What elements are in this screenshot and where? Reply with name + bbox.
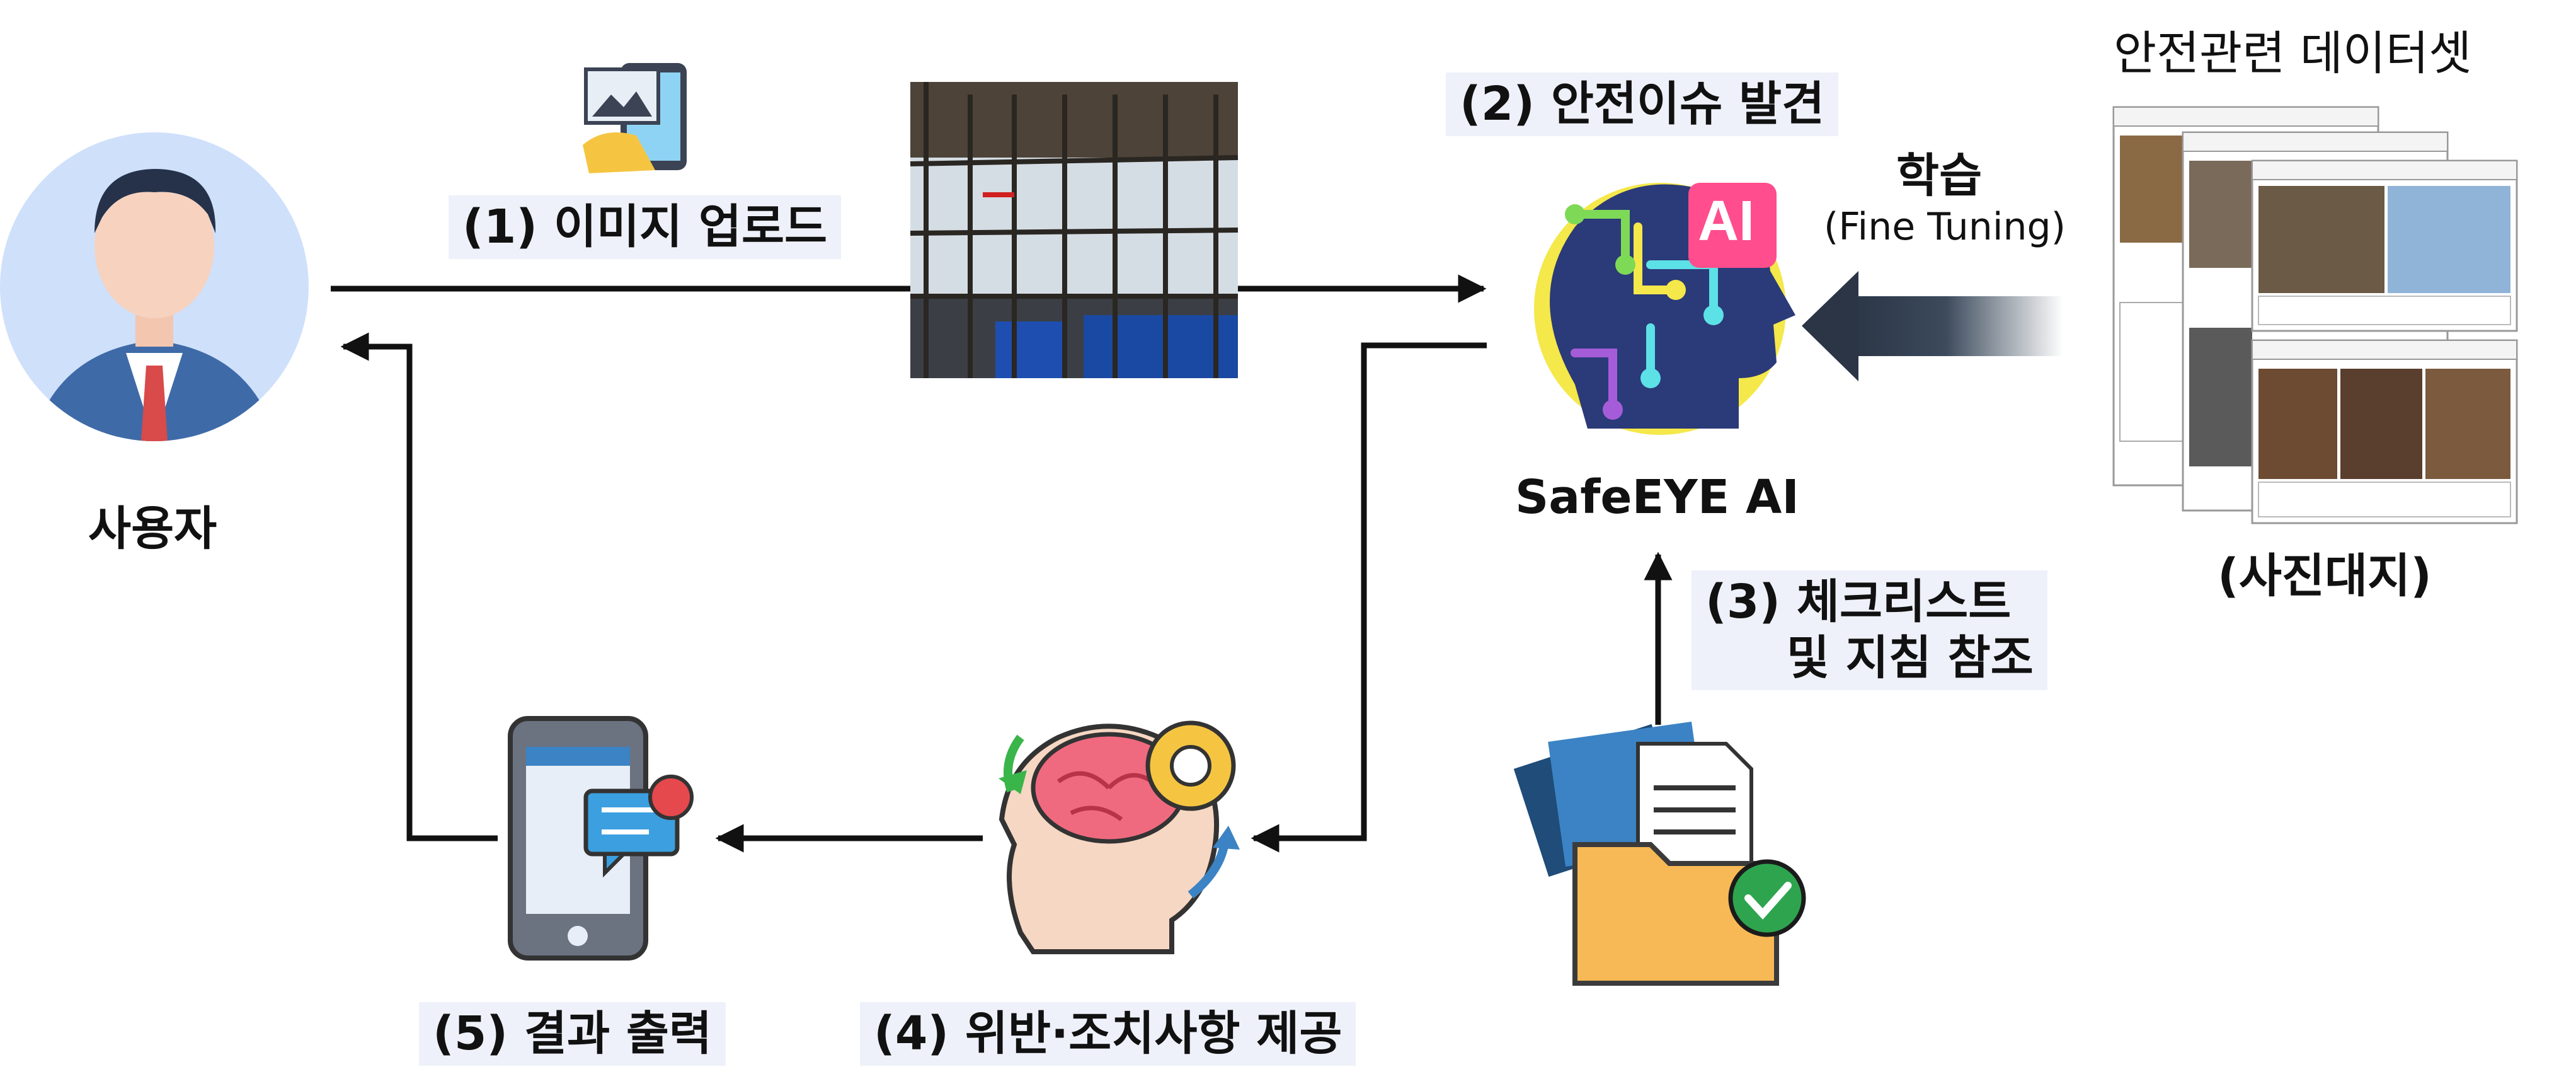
user-avatar-icon: [0, 132, 309, 441]
safeeye-ai-icon: [1534, 183, 1795, 435]
step-output-label: (5) 결과 출력: [419, 1002, 726, 1066]
sheet-front-top: [2251, 159, 2518, 332]
safeeye-label: SafeEYE AI: [1515, 470, 1799, 524]
training-arrow: [1802, 271, 2063, 381]
phone-result-icon: [508, 716, 694, 961]
arrow-ai-to-processing: [1251, 342, 1487, 853]
arrow-return-to-user: [340, 332, 498, 841]
dataset-title: 안전관련 데이터셋: [2114, 26, 2472, 81]
document-folder-icon: [1513, 721, 1806, 986]
ai-badge-text: AI: [1698, 190, 1755, 253]
step-detect-label: (2) 안전이슈 발견: [1446, 72, 1839, 136]
sheet-front-bottom: [2251, 339, 2518, 524]
phone-upload-icon: [583, 63, 687, 173]
step-upload-label: (1) 이미지 업로드: [449, 195, 842, 259]
step-provide-label: (4) 위반·조치사항 제공: [860, 1002, 1356, 1066]
dataset-caption: (사진대지): [2218, 549, 2432, 603]
user-label: 사용자: [88, 502, 217, 556]
construction-photo: [910, 82, 1239, 378]
dataset-sheets: [2112, 106, 2518, 524]
training-sublabel: (Fine Tuning): [1824, 205, 2066, 249]
brain-processing-icon: [999, 720, 1240, 954]
training-label: 학습: [1896, 149, 1983, 203]
step-checklist-label: (3) 체크리스트 및 지침 참조: [1692, 570, 2047, 690]
